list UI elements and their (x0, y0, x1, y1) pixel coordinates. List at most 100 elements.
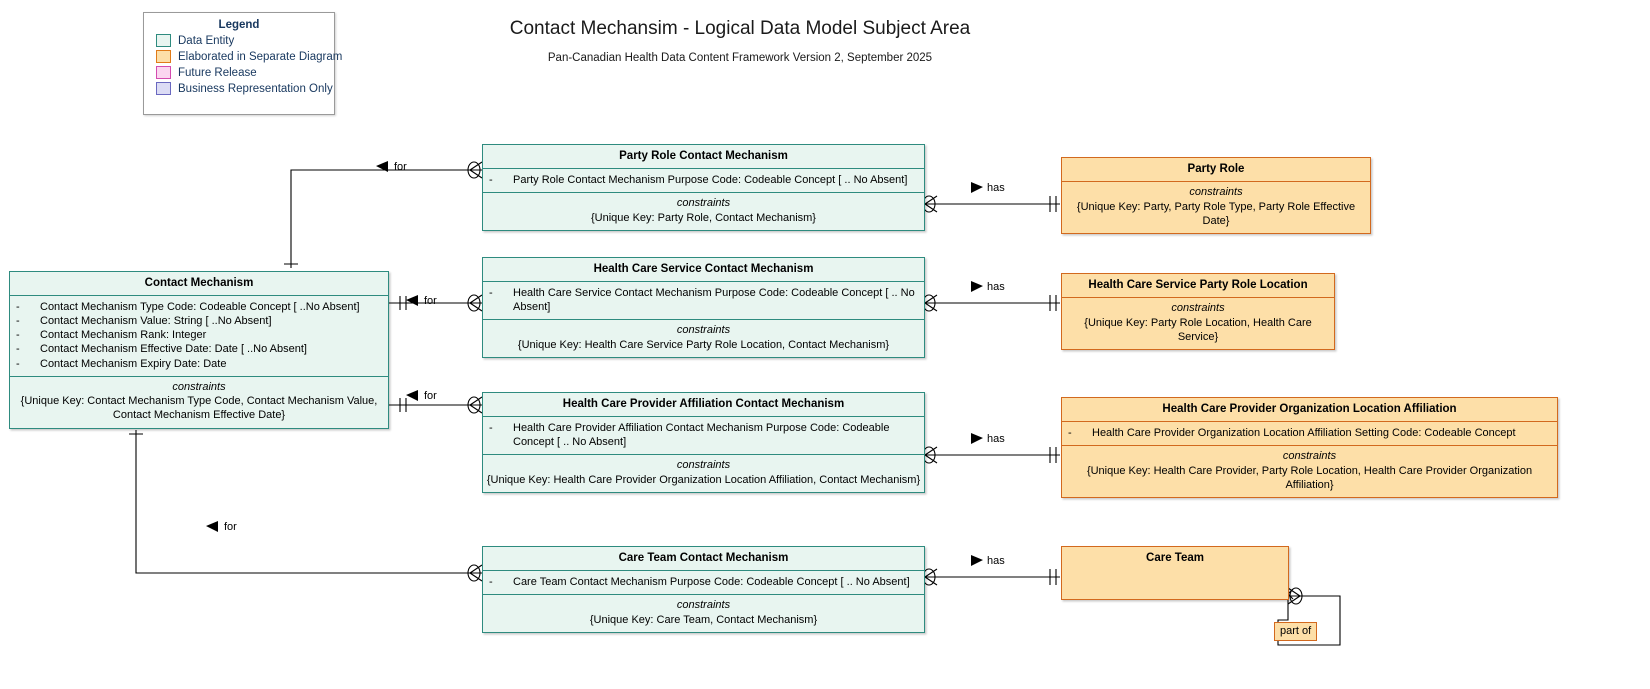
relationship-label-for-party-role: for (394, 161, 407, 173)
entity-title: Health Care Provider Affiliation Contact… (562, 398, 845, 410)
constraints-text: {Unique Key: Party, Party Role Type, Par… (1076, 200, 1356, 227)
legend-title: Legend (218, 19, 260, 31)
attribute-text: Party Role Contact Mechanism Purpose Cod… (513, 174, 908, 187)
constraints-text: {Unique Key: Contact Mechanism Type Code… (20, 394, 378, 422)
relationship-label-has-care-team: has (987, 555, 1005, 567)
legend-swatch-elaborated (156, 50, 171, 63)
legend-item-data-entity: Data Entity (156, 34, 334, 47)
constraints-header: constraints (1171, 302, 1225, 315)
entity-health-care-service-contact-mechanism[interactable]: Health Care Service Contact Mechanism -H… (482, 257, 925, 358)
constraints-header: constraints (1282, 450, 1337, 463)
attribute-bullet: - (16, 301, 20, 314)
relationship-label-part-of: part of (1274, 622, 1318, 641)
entity-party-role[interactable]: Party Role constraints {Unique Key: Part… (1061, 157, 1371, 235)
attribute-text: Health Care Provider Organization Locati… (1092, 427, 1516, 440)
constraints-text: {Unique Key: Care Team, Contact Mechanis… (589, 613, 818, 626)
relationship-label-has-health-care-service-party-role-location: has (987, 281, 1005, 293)
attribute-bullet: - (16, 315, 20, 328)
attribute-bullet: - (16, 343, 20, 356)
entity-constraints: constraints {Unique Key: Party Role, Con… (483, 193, 924, 230)
entity-title: Contact Mechanism (144, 277, 254, 289)
entity-attributes: - Contact Mechanism Type Code: Codeable C… (10, 296, 388, 375)
attribute-text: Health Care Provider Affiliation Contact… (513, 422, 890, 449)
entity-constraints: constraints {Unique Key: Contact Mechani… (10, 377, 388, 428)
entity-constraints: constraints {Unique Key: Party Role Loca… (1062, 298, 1334, 349)
constraints-text: {Unique Key: Party Role Location, Health… (1084, 316, 1312, 343)
relationship-label-for-health-care-service: for (424, 295, 437, 307)
page-title: Contact Mechansim - Logical Data Model S… (509, 18, 971, 39)
page-subtitle: Pan-Canadian Health Data Content Framewo… (547, 52, 933, 64)
attribute-text: Health Care Service Contact Mechanism Pu… (513, 287, 915, 314)
constraints-header: constraints (172, 380, 226, 393)
entity-attributes: - Health Care Provider Affiliation Contac… (483, 417, 924, 454)
attribute-bullet: - (16, 329, 20, 342)
relationship-label-for-health-care-provider-affiliation: for (424, 390, 437, 402)
attribute-bullet: - (1068, 427, 1072, 440)
attribute-bullet: - (489, 174, 493, 187)
entity-attributes: -Health Care Service Contact Mechanism P… (483, 282, 924, 319)
attribute-row: - Health Care Provider Organization Locat… (1066, 426, 1553, 440)
legend-swatch-data-entity (156, 34, 171, 47)
entity-constraints: constraints {Unique Key: Health Care Pro… (483, 455, 924, 492)
attribute-row: - Contact Mechanism Value: String [ ..No … (14, 314, 384, 328)
attribute-bullet: - (489, 422, 493, 435)
legend-swatch-future-release (156, 66, 171, 79)
constraints-header: constraints (676, 197, 731, 210)
attribute-row: - Contact Mechanism Effective Date: Date … (14, 342, 384, 356)
legend-item-business-representation: Business Representation Only (156, 82, 334, 95)
attribute-bullet: - (489, 576, 493, 589)
entity-care-team-contact-mechanism[interactable]: Care Team Contact Mechanism - Care Team C… (482, 546, 925, 633)
constraints-header: constraints (676, 324, 731, 337)
relationship-label-for-care-team: for (224, 521, 237, 533)
legend-label-business-representation: Business Representation Only (178, 82, 333, 95)
attribute-row: - Care Team Contact Mechanism Purpose Cod… (487, 575, 920, 589)
entity-constraints: constraints {Unique Key: Party, Party Ro… (1062, 182, 1370, 233)
relationship-label-has-hcp-org-loc-affiliation: has (987, 433, 1005, 445)
entity-title: Health Care Service Contact Mechanism (593, 263, 814, 275)
entity-care-team[interactable]: Care Team (1061, 546, 1289, 600)
entity-constraints: constraints {Unique Key: Health Care Pro… (1062, 446, 1557, 497)
entity-constraints: constraints {Unique Key: Care Team, Cont… (483, 595, 924, 632)
entity-attributes: - Care Team Contact Mechanism Purpose Cod… (483, 571, 924, 594)
legend-label-data-entity: Data Entity (178, 34, 235, 47)
entity-party-role-contact-mechanism[interactable]: Party Role Contact Mechanism - Party Role… (482, 144, 925, 231)
constraints-header: constraints (676, 459, 731, 472)
legend-item-elaborated: Elaborated in Separate Diagram (156, 50, 342, 63)
legend-swatch-business-representation (156, 82, 171, 95)
attribute-text: Contact Mechanism Effective Date: Date [… (40, 343, 307, 356)
constraints-header: constraints (1189, 186, 1243, 199)
entity-attributes: - Party Role Contact Mechanism Purpose Co… (483, 169, 924, 192)
entity-title: Care Team (1146, 552, 1204, 564)
attribute-text: Care Team Contact Mechanism Purpose Code… (513, 576, 910, 589)
entity-title: Health Care Service Party Role Location (1088, 279, 1308, 291)
attribute-bullet: - (16, 357, 20, 370)
constraints-text: {Unique Key: Party Role, Contact Mechani… (590, 211, 816, 224)
attribute-text: Contact Mechanism Value: String [ ..No A… (40, 315, 272, 328)
entity-attributes: - Health Care Provider Organization Locat… (1062, 422, 1557, 445)
attribute-row: - Contact Mechanism Expiry Date: Date (14, 357, 384, 371)
relationship-label-has-party-role: has (987, 182, 1005, 194)
attribute-text: Contact Mechanism Rank: Integer (40, 329, 207, 342)
constraints-text: {Unique Key: Health Care Service Party R… (517, 338, 890, 351)
entity-health-care-provider-organization-location-affiliation[interactable]: Health Care Provider Organization Locati… (1061, 397, 1558, 499)
entity-health-care-service-party-role-location[interactable]: Health Care Service Party Role Location … (1061, 273, 1335, 351)
legend-label-elaborated: Elaborated in Separate Diagram (178, 50, 343, 63)
constraints-header: constraints (676, 599, 731, 612)
attribute-row: - Contact Mechanism Rank: Integer (14, 328, 384, 342)
attribute-row: -Health Care Service Contact Mechanism P… (487, 286, 920, 314)
attribute-row: - Contact Mechanism Type Code: Codeable C… (14, 300, 384, 314)
attribute-text: Contact Mechanism Type Code: Codeable Co… (40, 301, 360, 314)
attribute-row: - Party Role Contact Mechanism Purpose Co… (487, 173, 920, 187)
legend-item-future-release: Future Release (156, 66, 334, 79)
attribute-text: Contact Mechanism Expiry Date: Date (40, 357, 227, 370)
constraints-text: {Unique Key: Health Care Provider, Party… (1086, 464, 1533, 491)
entity-constraints: constraints {Unique Key: Health Care Ser… (483, 320, 924, 357)
attribute-row: - Health Care Provider Affiliation Contac… (487, 421, 920, 449)
entity-contact-mechanism[interactable]: Contact Mechanism - Contact Mechanism Typ… (9, 271, 389, 429)
entity-title: Party Role (1187, 163, 1245, 175)
legend-label-future-release: Future Release (178, 66, 257, 79)
entity-title: Party Role Contact Mechanism (619, 150, 788, 162)
entity-title: Care Team Contact Mechanism (618, 552, 789, 564)
entity-health-care-provider-affiliation-contact-mechanism[interactable]: Health Care Provider Affiliation Contact… (482, 392, 925, 493)
